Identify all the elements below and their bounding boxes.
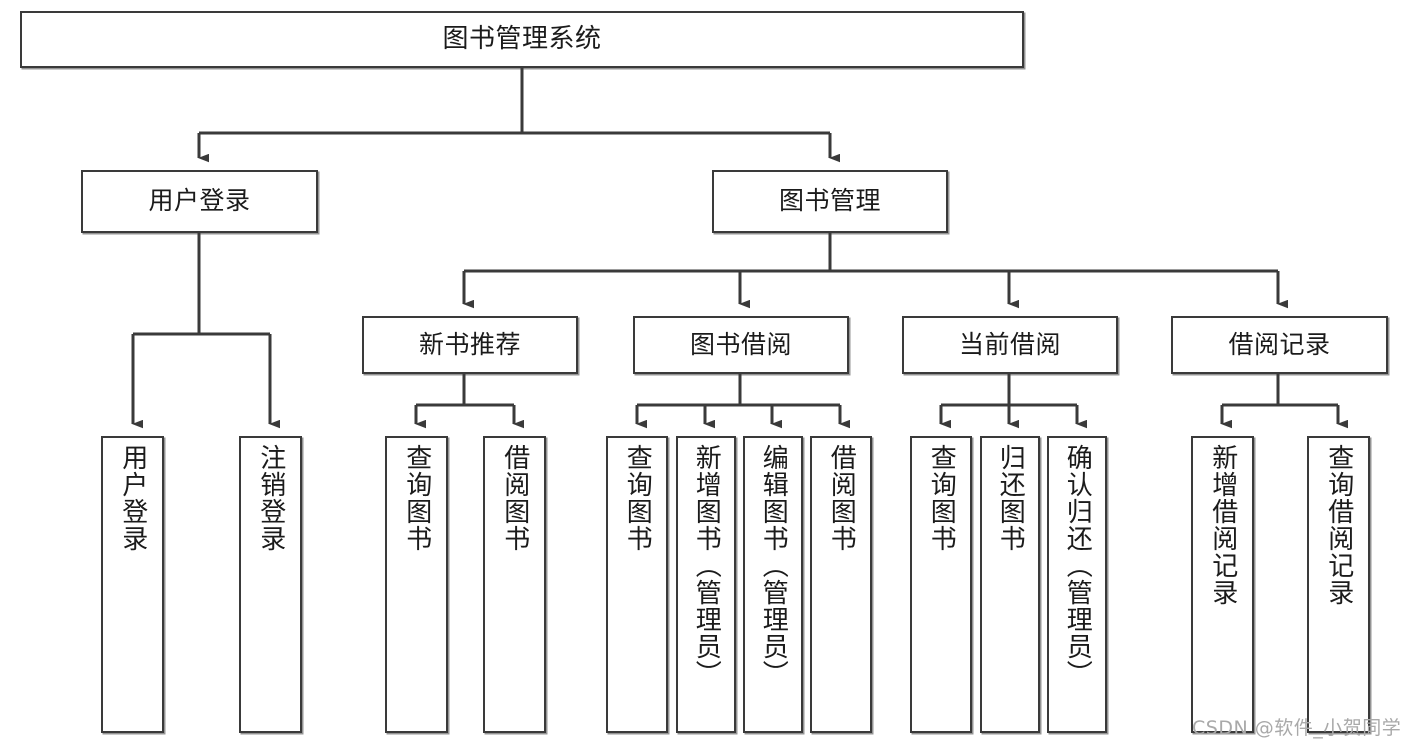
node-label: 注销登录: [255, 444, 286, 552]
node-label: 用户登录: [148, 186, 251, 216]
node-label: 查询图书: [622, 444, 653, 552]
node-leaf-query-book-current[interactable]: 查询图书: [910, 436, 972, 733]
node-label: 用户登录: [117, 444, 148, 552]
node-label: 图书借阅: [689, 329, 792, 359]
node-leaf-add-borrow-record[interactable]: 新增借阅记录: [1191, 436, 1254, 733]
node-leaf-query-book-borrow[interactable]: 查询图书: [606, 436, 668, 733]
node-label: 新增借阅记录: [1207, 444, 1238, 606]
node-leaf-borrow-book-recommend[interactable]: 借阅图书: [483, 436, 546, 733]
node-current-borrow[interactable]: 当前借阅: [902, 316, 1118, 374]
node-new-book-recommend[interactable]: 新书推荐: [362, 316, 578, 374]
csdn-watermark: CSDN @软件_小贺同学: [1192, 717, 1402, 739]
node-leaf-confirm-return[interactable]: 确认归还（管理员）: [1047, 436, 1107, 733]
node-label: 当前借阅: [958, 329, 1061, 359]
node-label: 查询借阅记录: [1323, 444, 1354, 606]
node-label: 借阅图书: [499, 444, 530, 552]
node-label: 借阅图书: [826, 444, 857, 552]
node-book-borrow[interactable]: 图书借阅: [633, 316, 849, 374]
node-user-login[interactable]: 用户登录: [81, 170, 318, 233]
node-leaf-borrow-book[interactable]: 借阅图书: [810, 436, 872, 733]
node-label: 编辑图书（管理员）: [758, 444, 789, 687]
node-label: 查询图书: [926, 444, 957, 552]
node-leaf-query-borrow-record[interactable]: 查询借阅记录: [1307, 436, 1370, 733]
node-leaf-return-book[interactable]: 归还图书: [980, 436, 1040, 733]
node-label: 新增图书（管理员）: [691, 444, 722, 687]
node-leaf-user-login[interactable]: 用户登录: [101, 436, 164, 733]
node-label: 归还图书: [995, 444, 1026, 552]
node-label: 新书推荐: [418, 329, 521, 359]
node-leaf-add-book[interactable]: 新增图书（管理员）: [676, 436, 736, 733]
node-borrow-record[interactable]: 借阅记录: [1171, 316, 1388, 374]
node-label: 图书管理: [778, 186, 881, 216]
node-label: 确认归还（管理员）: [1062, 444, 1093, 687]
node-leaf-query-book-recommend[interactable]: 查询图书: [385, 436, 448, 733]
node-label: 查询图书: [401, 444, 432, 552]
node-leaf-edit-book[interactable]: 编辑图书（管理员）: [743, 436, 803, 733]
node-root-book-management-system[interactable]: 图书管理系统: [20, 11, 1024, 68]
node-label: 借阅记录: [1228, 329, 1331, 359]
node-label: 图书管理系统: [442, 23, 602, 54]
node-leaf-logout-login[interactable]: 注销登录: [239, 436, 302, 733]
node-book-manage[interactable]: 图书管理: [712, 170, 948, 233]
